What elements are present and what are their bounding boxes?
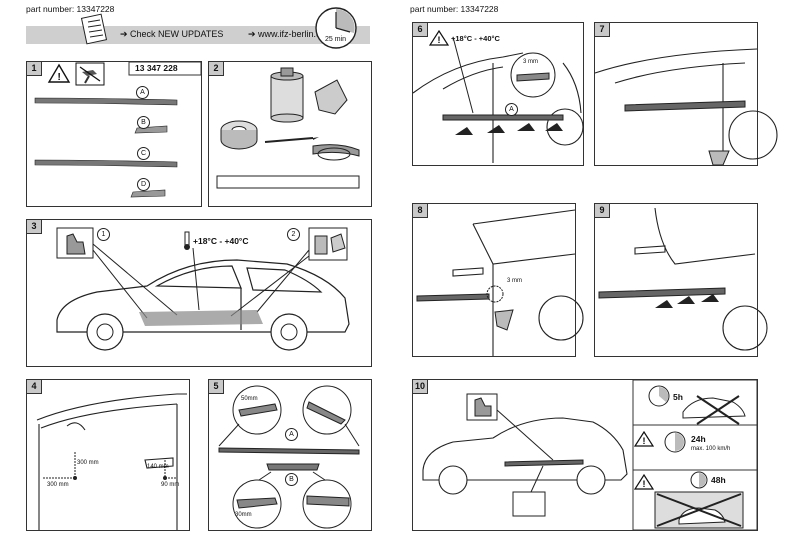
cure-time-5h: 5h [673, 392, 683, 402]
svg-text:!: ! [438, 35, 441, 45]
check-updates-text: ➔ Check NEW UPDATES [120, 29, 224, 39]
warning-icon: ! [633, 430, 655, 447]
updates-banner: ➔ Check NEW UPDATES ➔ www.ifz-berlin.de [26, 26, 370, 44]
rear-apply-drawing [598, 207, 768, 351]
step-1-marker: 1 [97, 228, 110, 241]
tools-drawing [216, 67, 360, 189]
car-body [422, 417, 628, 495]
cure-time-48h: 48h [711, 475, 726, 485]
no-wash-car-icon [682, 395, 746, 425]
panel-8: 8 3 mm [412, 203, 584, 357]
primer-can-icon [270, 67, 304, 123]
parts-drawing: ! [34, 61, 202, 198]
part-number-box: 13 347 228 [135, 63, 178, 73]
measuring-tape-icon [312, 144, 360, 161]
primer-kit-icon [308, 227, 348, 261]
panel-4: 4 300 mm 300 mm 140 mm 90 mm [26, 379, 190, 531]
svg-text:!: ! [643, 479, 646, 489]
svg-text:!: ! [643, 436, 646, 446]
clock-icon [690, 471, 708, 489]
cure-time-24h: 24h [691, 434, 706, 444]
ruler-icon [216, 175, 360, 189]
pen-icon [264, 137, 319, 143]
label-d: D [137, 178, 150, 191]
gap-3mm: 3 mm [523, 59, 538, 65]
measure-30mm: 30mm [235, 512, 252, 518]
clock-icon [664, 431, 686, 453]
spray-gun-icon [75, 62, 105, 86]
step-number: 9 [595, 204, 610, 218]
finish-drawing [594, 48, 778, 166]
rear-strip-drawing [416, 209, 584, 356]
measure-vertical-right: 140 mm [147, 464, 169, 470]
panel-2: 2 [208, 61, 372, 207]
step-number: 10 [413, 380, 428, 394]
step-number: 6 [413, 23, 428, 37]
car-body [56, 259, 350, 333]
label-b: B [285, 473, 298, 486]
rear-wheel [270, 313, 308, 351]
step-number: 3 [27, 220, 42, 234]
measure-50mm: 50mm [241, 396, 258, 402]
clock-icon [648, 385, 670, 407]
clock-icon [315, 7, 357, 49]
panel-7: 7 [594, 22, 778, 166]
hand-clean-icon [56, 227, 94, 259]
hand-press-icon [466, 393, 498, 421]
label-a: A [136, 86, 149, 99]
warning-icon: ! [428, 29, 450, 46]
panel-1: 1 ! 13 347 228 A B C D [26, 61, 202, 207]
measure-horizontal-right: 90 mm [161, 482, 180, 488]
time-label: 25 min [325, 36, 347, 43]
measure-vertical-left: 300 mm [77, 460, 99, 466]
document-icon [80, 13, 108, 45]
apply-strip-drawing: ! [412, 29, 584, 163]
gap-3mm: 3 mm [507, 278, 522, 284]
step-number: 8 [413, 204, 428, 218]
panel-3: 3 [26, 219, 372, 367]
part-number-left: part number: 13347228 [26, 4, 115, 14]
panel-10: 10 ! [412, 379, 758, 531]
label-a: A [505, 103, 518, 116]
speed-limit: max. 100 km/h [691, 446, 731, 452]
website-text: ➔ www.ifz-berlin.de [248, 29, 327, 39]
step-2-marker: 2 [287, 228, 300, 241]
panel-5: 5 50mm A B 30mm [208, 379, 372, 531]
svg-text:!: ! [58, 72, 61, 83]
temperature-range: +18°C - +40°C [451, 34, 500, 43]
part-number-right: part number: 13347228 [410, 4, 499, 14]
measure-horizontal-left: 300 mm [47, 482, 69, 488]
label-b: B [137, 116, 150, 129]
panel-6: 6 ! +18°C - +40°C 3 mm A [412, 22, 584, 166]
treated-area [139, 310, 263, 326]
no-car-wash-icon [654, 491, 744, 529]
panel-9: 9 [594, 203, 768, 357]
cloth-icon [314, 79, 348, 115]
step-number: 5 [209, 380, 224, 394]
label-a: A [285, 428, 298, 441]
thermometer-icon [184, 231, 190, 250]
strip-prep-drawing [218, 385, 360, 529]
car-side-drawing [56, 227, 350, 351]
tape-roll-icon [220, 120, 258, 150]
warning-icon: ! [47, 63, 71, 83]
temperature-range: +18°C - +40°C [193, 236, 249, 246]
door-measure-drawing [36, 393, 187, 530]
curing-drawing: ! ! [422, 379, 758, 531]
step-number: 4 [27, 380, 42, 394]
step-number: 1 [27, 62, 42, 76]
warning-icon: ! [633, 473, 655, 490]
step-number: 2 [209, 62, 224, 76]
step-number: 7 [595, 23, 610, 37]
front-wheel [86, 313, 124, 351]
label-c: C [137, 147, 150, 160]
